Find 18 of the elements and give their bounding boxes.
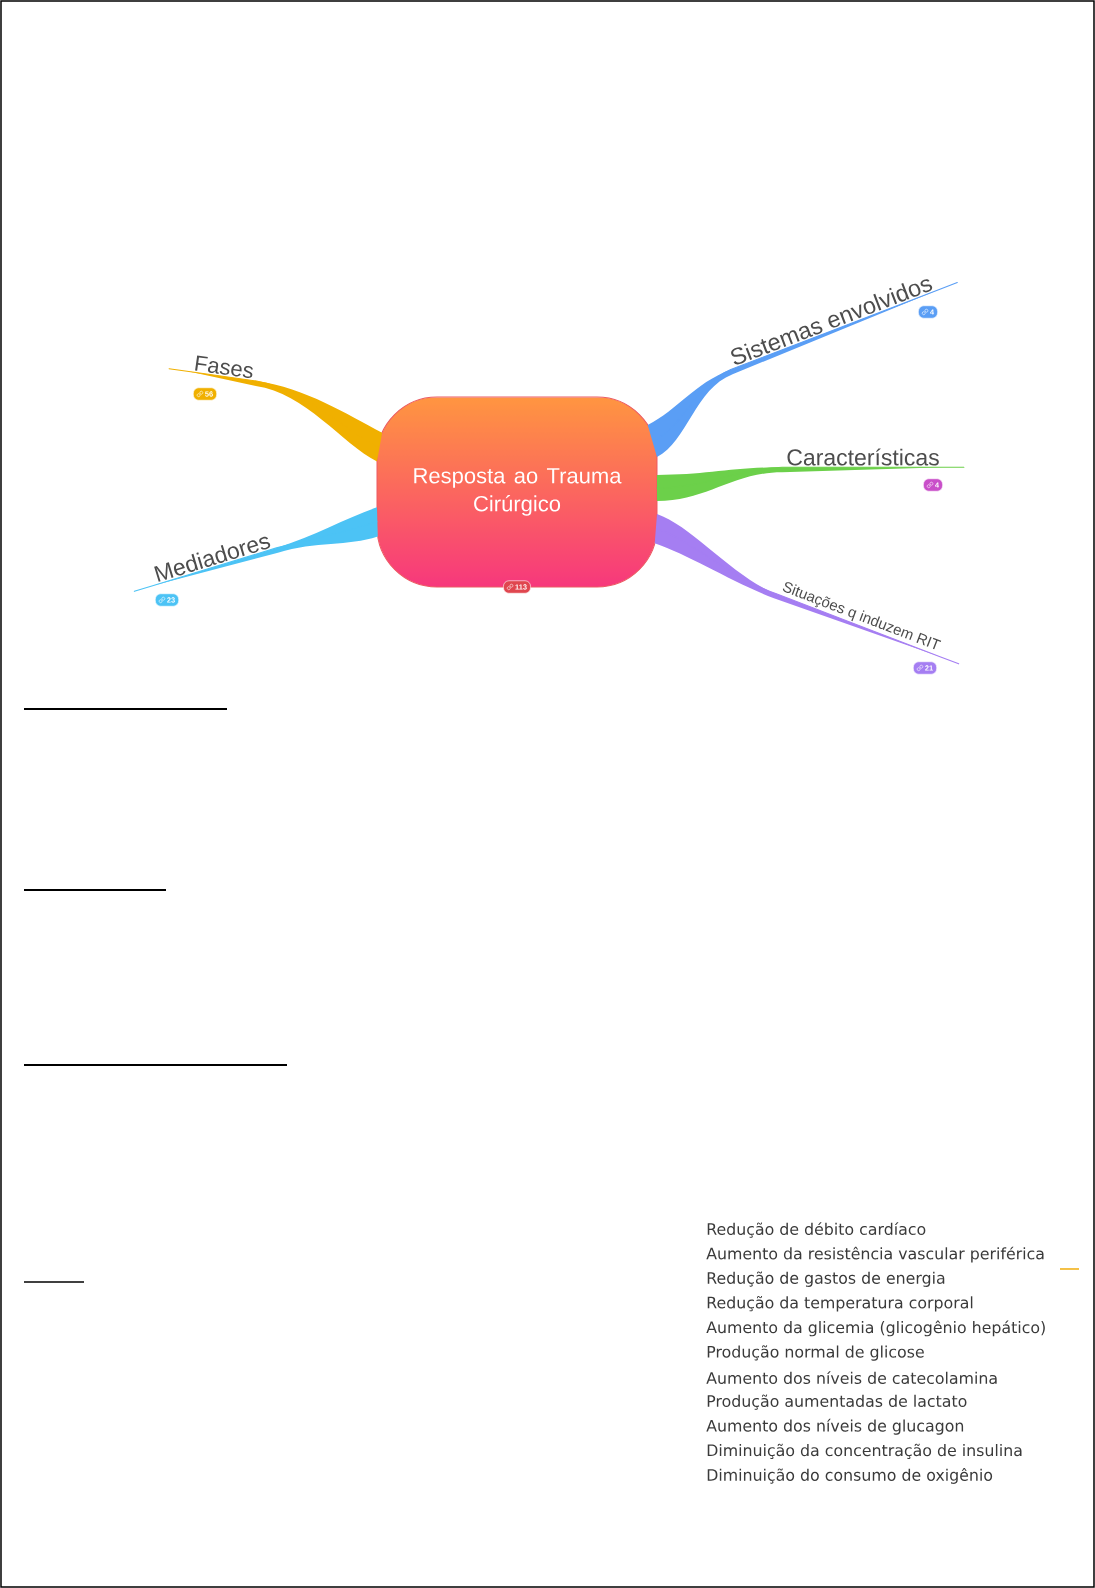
branch-line: [656, 466, 965, 502]
list-item: Diminuição do consumo de oxigênio: [707, 1468, 993, 1484]
list-item: Redução de débito cardíaco: [707, 1222, 926, 1238]
topic-label: Fases: [195, 355, 253, 379]
list-item: Produção normal de glicose: [707, 1345, 924, 1361]
list-item: Produção aumentadas de lactato: [707, 1394, 967, 1410]
list-item: Aumento da glicemia (glicogênio hepático): [706, 1320, 1045, 1337]
list-item: Redução da temperatura corporal: [707, 1296, 973, 1312]
branch-line: [654, 514, 960, 665]
branch-line: [133, 507, 378, 592]
list-item: Aumento dos níveis de catecolamina: [706, 1371, 997, 1384]
list-item: Redução de gastos de energia: [707, 1271, 945, 1287]
list-item: Aumento da resistência vascular periférica: [706, 1246, 1044, 1263]
branch-line: [647, 282, 958, 457]
branch-line: [168, 368, 383, 462]
list-item: Aumento dos níveis de glucagon: [706, 1418, 964, 1435]
topic-label: Características: [787, 448, 939, 466]
list-item: Diminuição da concentração de insulina: [707, 1443, 1022, 1460]
